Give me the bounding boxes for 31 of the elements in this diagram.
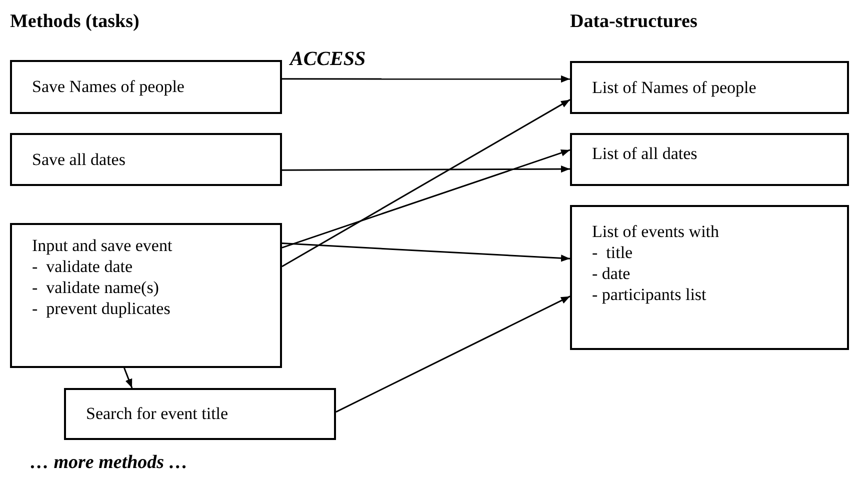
arrow xyxy=(282,165,570,173)
box-text: List of events with xyxy=(592,221,720,242)
box-text: Input and save event xyxy=(32,235,172,256)
box-text: List of all dates xyxy=(592,143,698,164)
method-box xyxy=(10,133,282,186)
list-item: - validate date xyxy=(32,256,133,277)
box-text: Save Names of people xyxy=(32,76,184,97)
heading-label: Methods (tasks) xyxy=(10,10,140,34)
list-item: - date xyxy=(592,263,630,284)
arrow xyxy=(124,368,133,388)
box-text: List of Names of people xyxy=(592,77,756,98)
heading-label: … more methods … xyxy=(30,451,188,475)
method-box xyxy=(10,223,282,368)
list-item: - participants list xyxy=(592,284,706,305)
heading-label: Data-structures xyxy=(570,10,698,34)
arrow xyxy=(336,296,570,413)
arrow xyxy=(282,149,570,248)
method-box xyxy=(570,205,849,350)
arrow xyxy=(282,99,570,268)
box-text: Search for event title xyxy=(86,403,228,424)
arrow xyxy=(282,75,570,83)
method-box xyxy=(570,133,849,186)
list-item: - title xyxy=(592,242,633,263)
method-box xyxy=(64,388,336,440)
box-text: Save all dates xyxy=(32,149,126,170)
list-item: - validate name(s) xyxy=(32,277,159,298)
method-box xyxy=(570,61,849,114)
heading-label: ACCESS xyxy=(290,47,366,72)
method-box xyxy=(10,60,282,114)
list-item: - prevent duplicates xyxy=(32,298,170,319)
arrow xyxy=(282,242,570,262)
